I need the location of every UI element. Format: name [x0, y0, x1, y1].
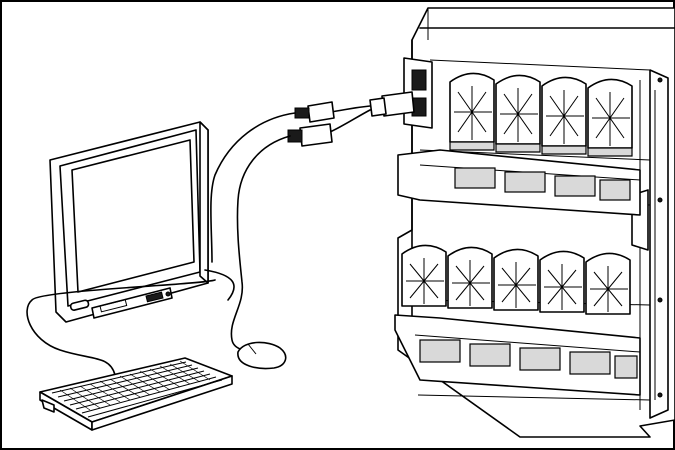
monitor-cable	[26, 269, 235, 376]
fan-row-bottom	[401, 244, 631, 315]
crt-monitor	[49, 121, 209, 323]
kvm-adapter-cable	[210, 91, 415, 352]
power-supply-row-lower	[394, 314, 641, 396]
power-supply-row-upper	[397, 149, 641, 216]
fan-row-top	[449, 72, 633, 157]
blade-enclosure	[394, 7, 675, 438]
usb-connector-icon	[294, 107, 310, 119]
keyboard	[39, 357, 233, 431]
mouse	[237, 341, 287, 370]
